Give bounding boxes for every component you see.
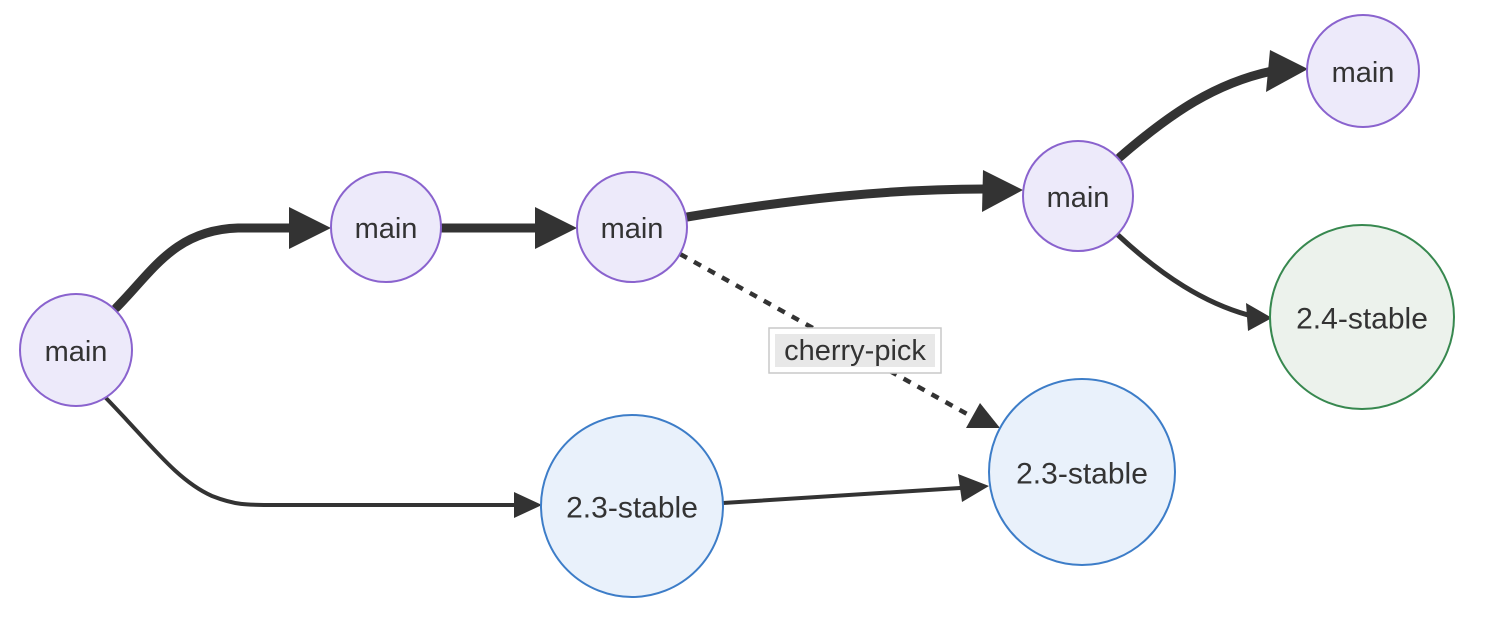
edge-main1-23stable-a xyxy=(102,394,518,507)
node-main-5: main xyxy=(1306,14,1420,128)
node-23-stable-b: 2.3-stable xyxy=(988,378,1176,566)
node-circle xyxy=(540,414,724,598)
arrowhead-main1-main2 xyxy=(289,207,331,249)
node-circle xyxy=(330,171,442,283)
edge-main1-main2 xyxy=(111,223,296,313)
arrowhead-main1-23stable-a xyxy=(514,492,542,518)
arrowhead-main4-24stable xyxy=(1246,303,1272,331)
node-label: main xyxy=(355,213,418,245)
node-main-1: main xyxy=(19,293,133,407)
edge-main4-24stable xyxy=(1115,232,1251,318)
node-23-stable-a: 2.3-stable xyxy=(540,414,724,598)
node-main-3: main xyxy=(576,171,688,283)
node-main-4: main xyxy=(1022,140,1134,252)
edge-main3-main4 xyxy=(682,184,990,222)
arrowhead-23stable-a-23stable-b xyxy=(958,474,989,502)
node-circle xyxy=(1022,140,1134,252)
arrowhead-main2-main3 xyxy=(535,207,577,249)
cherry-pick-label: cherry-pick xyxy=(768,327,942,374)
node-circle xyxy=(988,378,1176,566)
arrowhead-cherry-pick xyxy=(966,403,1000,428)
edges-layer xyxy=(102,50,1308,518)
arrowhead-main4-main5 xyxy=(1266,50,1308,92)
node-24-stable: 2.4-stable xyxy=(1269,224,1455,410)
edge-23stable-a-23stable-b xyxy=(721,486,962,505)
node-circle xyxy=(1269,224,1455,410)
cherry-pick-label-text: cherry-pick xyxy=(784,335,926,367)
node-label: main xyxy=(1332,57,1395,89)
arrowhead-main3-main4 xyxy=(982,170,1023,212)
edge-main4-main5 xyxy=(1115,66,1277,162)
node-label: 2.3-stable xyxy=(566,492,698,525)
node-circle xyxy=(576,171,688,283)
node-label: main xyxy=(45,336,108,368)
node-label: 2.4-stable xyxy=(1296,303,1428,336)
node-circle xyxy=(19,293,133,407)
node-label: 2.3-stable xyxy=(1016,458,1148,491)
node-label: main xyxy=(1047,182,1110,214)
node-label: main xyxy=(601,213,664,245)
cherry-pick-label-bg xyxy=(775,334,935,367)
node-circle xyxy=(1306,14,1420,128)
nodes-layer: main main main main main 2.4-stable 2.3-… xyxy=(19,14,1455,598)
node-main-2: main xyxy=(330,171,442,283)
